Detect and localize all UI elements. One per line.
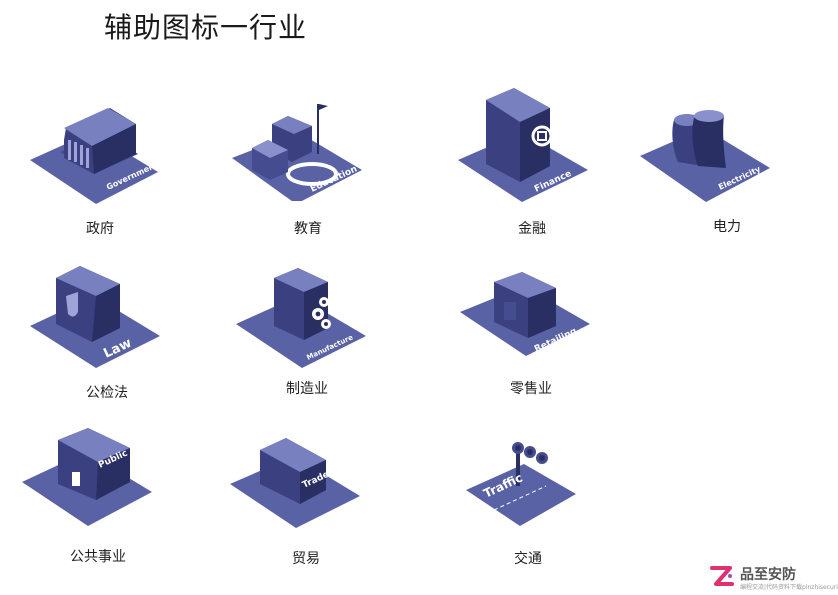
label-trade: 贸易 [292, 551, 320, 567]
government-icon: Government [30, 108, 159, 204]
icon-finance[interactable]: Finance 金融 [458, 86, 618, 237]
icon-education[interactable]: Education 教育 [232, 96, 392, 237]
icon-electricity[interactable]: Electricity 电力 [640, 104, 800, 235]
electricity-icon: Electricity [640, 110, 770, 202]
watermark-brand: 品至安防 [740, 567, 796, 583]
retailing-icon: Retailing [460, 272, 590, 356]
icon-manufacture[interactable]: Manufacture 制造业 [236, 264, 396, 397]
label-public: 公共事业 [70, 549, 126, 565]
icon-public[interactable]: Public 公共事业 [22, 422, 182, 565]
law-icon: Law [30, 266, 160, 368]
finance-icon: Finance [458, 88, 588, 202]
icon-retailing[interactable]: Retailing 零售业 [460, 268, 620, 397]
public-icon: Public [22, 428, 152, 526]
label-government: 政府 [86, 221, 114, 237]
label-finance: 金融 [518, 221, 546, 237]
label-education: 教育 [294, 221, 322, 237]
label-manufacture: 制造业 [286, 381, 328, 397]
label-retailing: 零售业 [510, 381, 552, 397]
page-title: 辅助图标一行业 [104, 11, 308, 44]
manufacture-icon: Manufacture [236, 268, 366, 368]
label-electricity: 电力 [713, 219, 741, 235]
label-traffic: 交通 [514, 551, 542, 567]
education-icon: Education [232, 104, 362, 201]
icon-trade[interactable]: Trade 贸易 [230, 436, 390, 567]
icon-traffic[interactable]: Traffic 交通 [466, 436, 626, 567]
watermark-sub: 编程交流|代码资料下载pinzhisecurity.com [740, 584, 838, 591]
icon-government[interactable]: Government 政府 [30, 100, 190, 237]
label-law: 公检法 [86, 385, 128, 401]
watermark: 品至安防 编程交流|代码资料下载pinzhisecurity.com [708, 562, 838, 592]
trade-icon: Trade [230, 438, 360, 528]
traffic-icon: Traffic [466, 442, 576, 526]
brand-logo-icon [710, 566, 734, 586]
icon-law[interactable]: Law 公检法 [30, 262, 190, 401]
